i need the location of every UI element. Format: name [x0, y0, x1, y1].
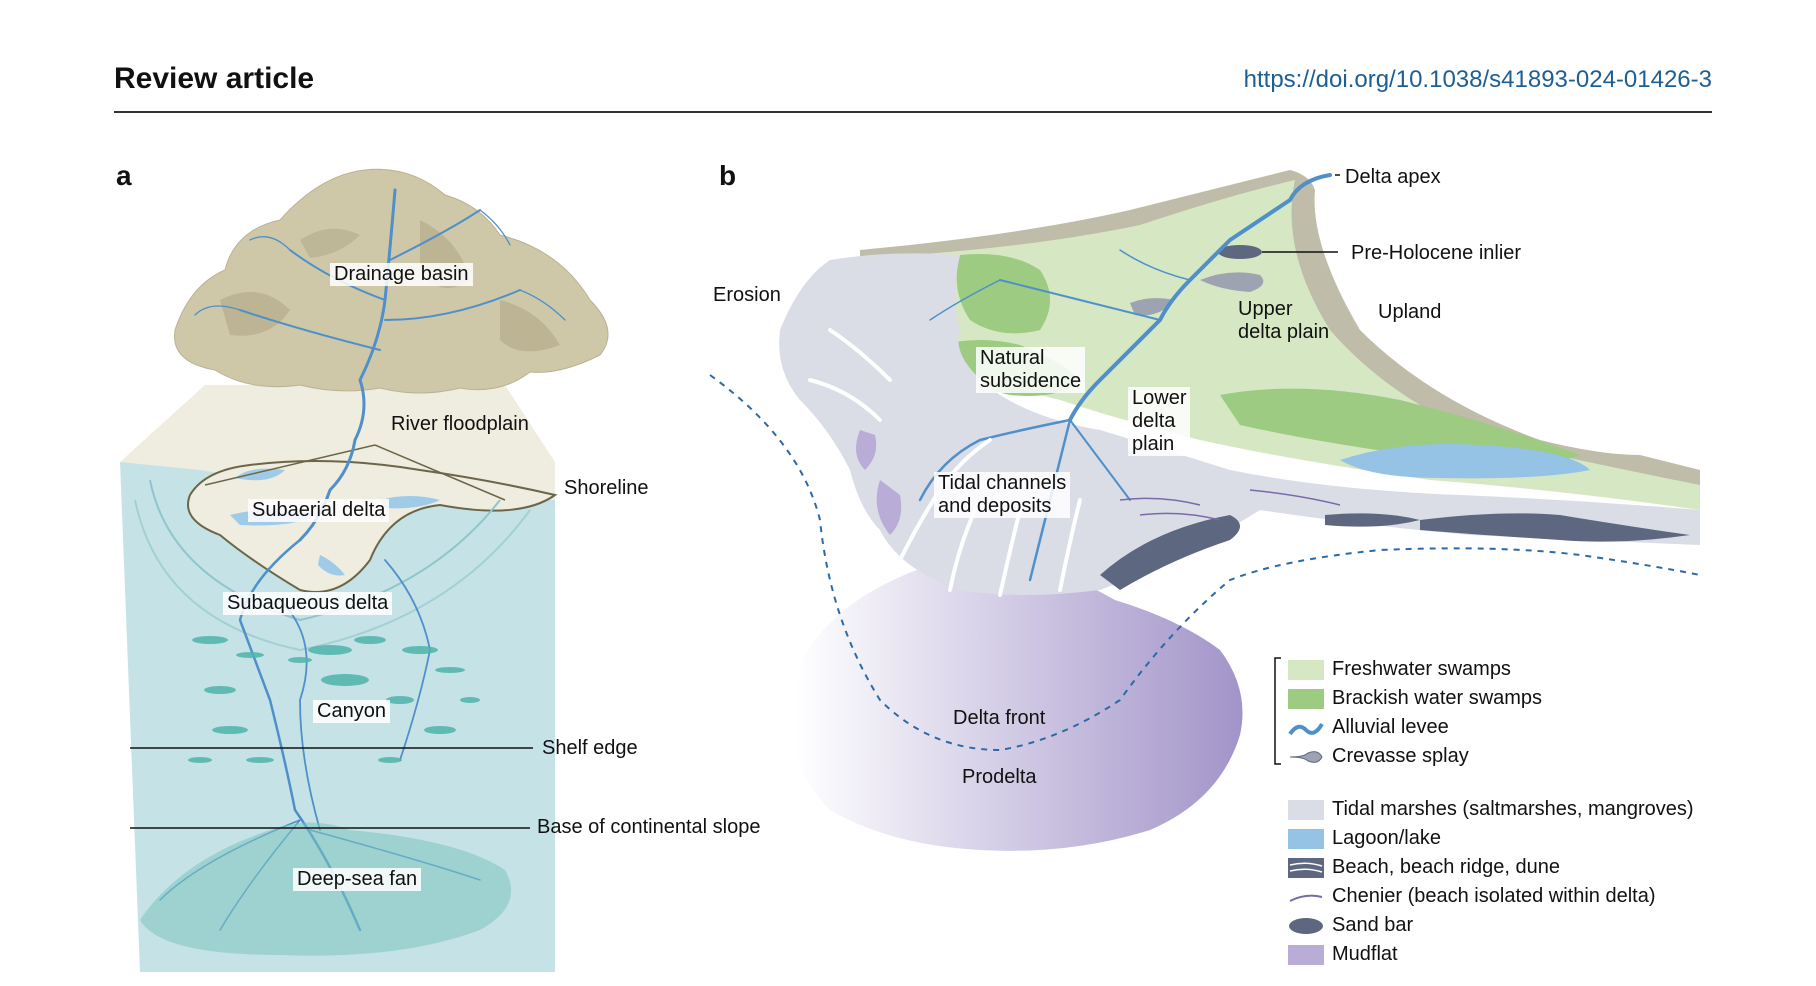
label-pre-holocene-inlier: Pre-Holocene inlier: [1351, 242, 1522, 264]
mountain-shadow: [500, 300, 560, 352]
label-drainage-basin: Drainage basin: [330, 263, 473, 286]
levee-icon: [1288, 722, 1324, 736]
cheniers: [1119, 489, 1341, 521]
label-prodelta: Prodelta: [962, 766, 1037, 788]
legend-label: Beach, beach ridge, dune: [1332, 856, 1560, 878]
label-deep-sea-fan: Deep-sea fan: [293, 868, 422, 891]
label-upland: Upland: [1378, 301, 1442, 323]
label-subaerial-delta: Subaerial delta: [248, 499, 390, 522]
label-erosion: Erosion: [713, 284, 781, 306]
legend-swatch: [1288, 689, 1324, 709]
splay-icon: [1289, 751, 1323, 763]
mudflat: [856, 430, 877, 470]
beach-ridge: [1325, 513, 1420, 527]
label-subaqueous-delta: Subaqueous delta: [223, 592, 393, 615]
mountain-shadow: [300, 228, 360, 258]
delta-front-boundary: [709, 374, 1701, 752]
mudflat: [876, 480, 902, 535]
freshwater-swamp: [860, 180, 1700, 510]
subaqueous-contour: [149, 479, 501, 622]
doi-link[interactable]: https://doi.org/10.1038/s41893-024-01426…: [1243, 66, 1712, 93]
prodelta-fan: [794, 559, 1243, 851]
pre-holocene-inlier: [1218, 245, 1262, 259]
legend-swatch: [1288, 660, 1324, 680]
legend-swatch: [1288, 829, 1324, 849]
sand-bar-icon: [1289, 918, 1323, 934]
panel-a-label: a: [116, 160, 132, 191]
crevasse-splay: [1130, 298, 1175, 316]
delta-lagoon-4: [318, 555, 345, 576]
canyon-deposits: [188, 636, 480, 763]
page-title: Review article: [114, 62, 315, 95]
lagoon: [1340, 444, 1590, 479]
delta-lagoon-1: [235, 468, 285, 481]
label-delta-front: Delta front: [953, 707, 1046, 729]
legend-label: Freshwater swamps: [1332, 658, 1511, 680]
label-canyon: Canyon: [313, 700, 390, 723]
page-header: Review article https://doi.org/10.1038/s…: [114, 62, 1712, 112]
panel-b-label: b: [719, 160, 737, 191]
legend-label: Chenier (beach isolated within delta): [1332, 885, 1656, 907]
legend-label: Sand bar: [1332, 914, 1414, 936]
legend-label: Crevasse splay: [1332, 745, 1469, 767]
brackish-swamp: [1220, 388, 1580, 464]
label-upper-delta-plain: Upper delta plain: [1238, 298, 1330, 343]
delta-lagoon-3: [380, 496, 440, 509]
label-delta-apex: Delta apex: [1345, 166, 1441, 188]
beach-icon: [1288, 858, 1324, 878]
legend-swatch: [1288, 945, 1324, 965]
beach-ridge: [1100, 515, 1240, 590]
shoreline-leader-left: [204, 444, 376, 486]
brackish-swamp: [956, 254, 1050, 334]
label-natural-subsidence: Natural subsidence: [976, 347, 1086, 393]
label-base-of-continental-slope: Base of continental slope: [537, 816, 761, 838]
label-shoreline: Shoreline: [564, 477, 649, 499]
label-tidal-channels: Tidal channels and deposits: [934, 472, 1071, 518]
legend-label: Alluvial levee: [1332, 716, 1449, 738]
beach-ridge: [1420, 513, 1690, 542]
label-shelf-edge: Shelf edge: [542, 737, 638, 759]
legend-label: Lagoon/lake: [1332, 827, 1441, 849]
legend-swatch: [1288, 800, 1324, 820]
chenier-icon: [1289, 894, 1323, 902]
legend-label: Brackish water swamps: [1332, 687, 1543, 709]
legend-label: Mudflat: [1332, 943, 1398, 965]
label-lower-delta-plain: Lower delta plain: [1128, 387, 1191, 456]
label-river-floodplain: River floodplain: [391, 413, 529, 435]
legend-label: Tidal marshes (saltmarshes, mangroves): [1332, 798, 1694, 820]
shoreline-leader-right: [374, 444, 506, 501]
subaqueous-contour: [134, 499, 531, 652]
header-divider: [114, 111, 1712, 113]
crevasse-splay: [1200, 272, 1264, 292]
